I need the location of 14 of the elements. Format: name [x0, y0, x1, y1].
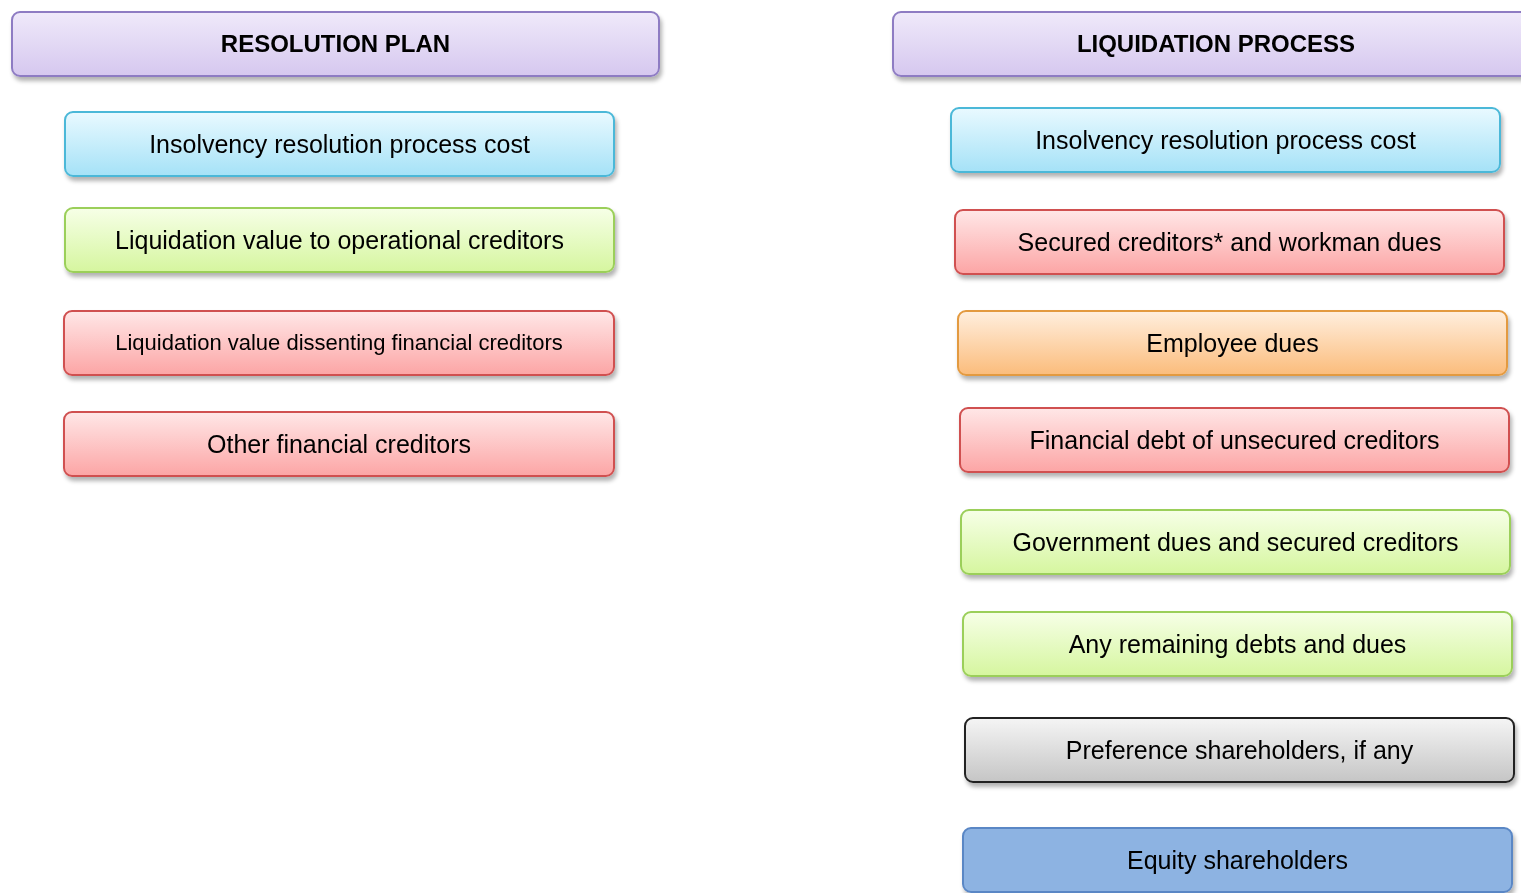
priority-step: Financial debt of unsecured creditors	[959, 407, 1510, 473]
section-header: RESOLUTION PLAN	[11, 11, 660, 77]
priority-step: Insolvency resolution process cost	[64, 111, 615, 177]
priority-step: Equity shareholders	[962, 827, 1513, 893]
section-header: LIQUIDATION PROCESS	[892, 11, 1521, 77]
priority-step: Other financial creditors	[63, 411, 615, 477]
priority-step: Secured creditors* and workman dues	[954, 209, 1505, 275]
priority-step: Preference shareholders, if any	[964, 717, 1515, 783]
priority-step: Liquidation value to operational creditors	[64, 207, 615, 273]
priority-step: Employee dues	[957, 310, 1508, 376]
priority-step: Liquidation value dissenting financial creditors	[63, 310, 615, 376]
priority-step: Government dues and secured creditors	[960, 509, 1511, 575]
priority-step: Insolvency resolution process cost	[950, 107, 1501, 173]
priority-step: Any remaining debts and dues	[962, 611, 1513, 677]
